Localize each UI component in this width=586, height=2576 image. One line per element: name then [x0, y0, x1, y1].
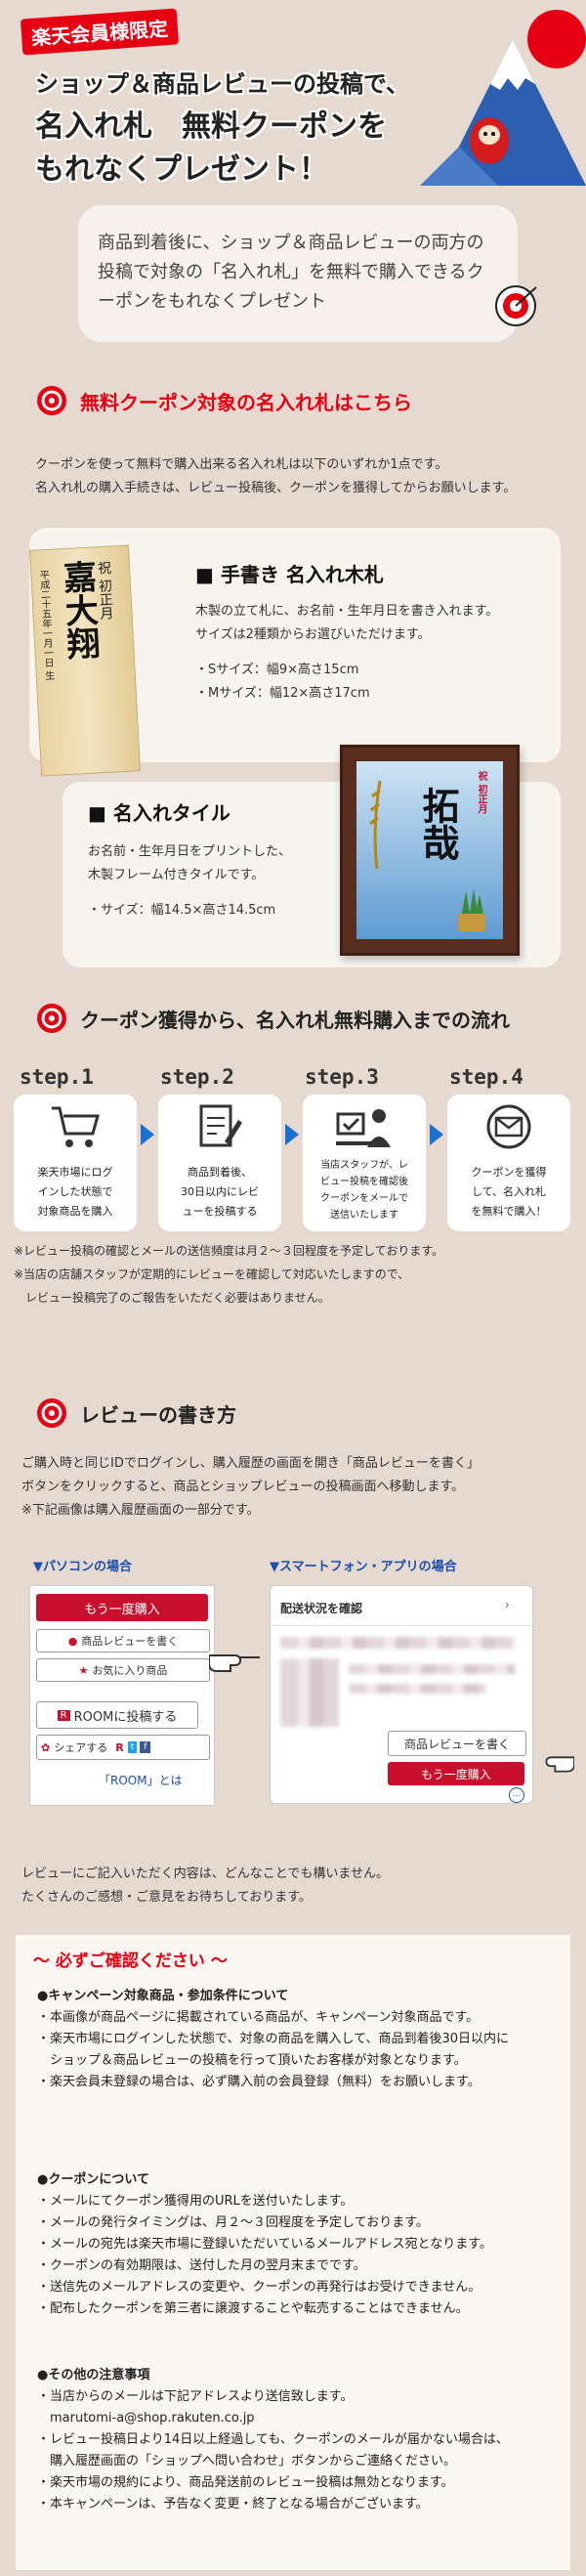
- sp-write-review-button[interactable]: 商品レビューを書く: [388, 1731, 526, 1756]
- section-title-how-to-review: レビューの書き方: [35, 1392, 563, 1435]
- shipping-status-link[interactable]: 配送状況を確認: [280, 1602, 363, 1615]
- wood-tag-image: 祝 初正月 嘉大翔 平成二十五年一月一日 生: [28, 544, 142, 777]
- write-review-button[interactable]: ● 商品レビューを書く: [36, 1629, 210, 1653]
- kadomatsu-icon: [458, 888, 485, 931]
- section-title-coupon-items: 無料クーポン対象の名入れ札はこちら: [35, 379, 563, 422]
- name-tile-image: 祝 初正月 拓哉: [340, 745, 520, 956]
- product2-title: ■ 名入れタイル: [88, 801, 230, 825]
- section3-desc: ご購入時と同じIDでログインし、購入履歴の画面を開き「商品レビューを書く」 ボタ…: [21, 1456, 480, 1518]
- pointing-hand-icon: [209, 1654, 260, 1672]
- product1-title: ■ 手書き 名入れ木札: [195, 563, 384, 586]
- review-icon: ●: [67, 1634, 78, 1648]
- twitter-icon[interactable]: t: [127, 1741, 138, 1753]
- step1-label: step.1: [20, 1065, 94, 1089]
- daruma-icon: [470, 117, 509, 164]
- smartphone-screenshot-mock: 配送状況を確認 › 商品レビューを書く もう一度購入 …: [270, 1585, 533, 1804]
- rice-ear-icon: [369, 781, 382, 869]
- product1-desc: 木製の立て札に、お名前・生年月日を書き入れます。 サイズは2種類からお選びいただ…: [195, 604, 499, 701]
- pc-heading: ▼パソコンの場合: [33, 1560, 132, 1574]
- intro-bubble: 商品到着後に、ショップ＆商品レビューの両方の投稿で対象の「名入れ札」を無料で購入…: [78, 205, 518, 342]
- facebook-icon[interactable]: f: [140, 1741, 151, 1753]
- section-title-text: クーポン獲得から、名入れ札無料購入までの流れ: [80, 1008, 510, 1032]
- pointing-hand-icon: [545, 1756, 574, 1773]
- cart-icon: [52, 1106, 100, 1147]
- hero-headline-2: 名入れ札 無料クーポンを: [35, 109, 387, 144]
- section-title-text: 無料クーポン対象の名入れ札はこちら: [80, 390, 412, 414]
- step4-card: クーポンを獲得 して、名入れ札 を無料で購入！: [447, 1095, 570, 1231]
- flow-notes: ※レビュー投稿の確認とメールの送信頻度は月２～３回程度を予定しております。 ※当…: [14, 1244, 444, 1305]
- hero-headline-3: もれなくプレゼント！: [35, 152, 328, 187]
- room-post-button[interactable]: R ROOMに投稿する: [36, 1701, 198, 1729]
- brand-emblem-icon: [37, 1398, 66, 1428]
- review-closing: レビューにご記入いただく内容は、どんなことでも構いません。 たくさんのご感想・ご…: [21, 1867, 389, 1905]
- shop-email-address: marutomi-a@shop.rakuten.co.jp: [37, 2411, 255, 2426]
- product2-desc: お名前・生年月日をプリントした、 木製フレーム付きタイルです。 ・サイズ：幅14…: [88, 844, 292, 918]
- confirm-title: ～ 必ずご確認ください ～: [33, 1952, 228, 1971]
- section-title-text: レビューの書き方: [80, 1402, 236, 1427]
- room-info-link[interactable]: 「ROOM」とは: [99, 1774, 183, 1787]
- member-only-badge: 楽天会員様限定: [20, 8, 180, 56]
- coupon-notes: ●クーポンについて ・メールにてクーポン獲得用のURLを送付いたします。 ・メー…: [37, 2172, 492, 2316]
- rebuy-button[interactable]: もう一度購入: [36, 1594, 208, 1621]
- favorite-button[interactable]: ★ お気に入り商品: [36, 1658, 210, 1682]
- step3-card: 当店スタッフが、レ ビュー投稿を確認後 クーポンをメールで 送信いたします: [303, 1095, 426, 1231]
- step-arrow-icon: [430, 1124, 443, 1145]
- step3-label: step.3: [305, 1065, 379, 1089]
- hero-banner: 楽天会員様限定 ショップ＆商品レビューの投稿で、 名入れ札 無料クーポンを もれ…: [0, 0, 586, 195]
- hero-headline-1: ショップ＆商品レビューの投稿で、: [35, 70, 410, 98]
- campaign-conditions: ●キャンペーン対象商品・参加条件について ・本画像が商品ページに掲載されている商…: [37, 1989, 509, 2089]
- brand-emblem-icon: [37, 1004, 66, 1033]
- section1-desc: クーポンを使って無料で購入出来る名入れ札は以下のいずれか1点です。 名入れ札の購…: [35, 457, 517, 495]
- step-arrow-icon: [141, 1124, 154, 1145]
- room-share-icon[interactable]: R: [115, 1740, 124, 1754]
- step-arrow-icon: [285, 1124, 299, 1145]
- other-notes: ●その他の注意事項 ・当店からのメールは下記アドレスより送信致します。 maru…: [37, 2365, 565, 2515]
- share-row: ✿ シェアする R t f: [36, 1735, 210, 1760]
- chevron-right-icon: ›: [505, 1598, 510, 1611]
- confirm-notice-box: ～ 必ずご確認ください ～ ●キャンペーン対象商品・参加条件について ・本画像が…: [16, 1935, 570, 2570]
- room-logo-icon: R: [57, 1709, 70, 1721]
- document-pen-icon: [199, 1104, 242, 1147]
- pc-screenshot-mock: もう一度購入 ● 商品レビューを書く ★ お気に入り商品 R ROOMに投稿する…: [29, 1585, 215, 1806]
- intro-text: 商品到着後に、ショップ＆商品レビューの両方の投稿で対象の「名入れ札」を無料で購入…: [98, 233, 484, 312]
- mail-icon: [486, 1104, 531, 1149]
- brand-emblem-icon: [37, 386, 66, 415]
- step2-label: step.2: [160, 1065, 234, 1089]
- smartphone-heading: ▼スマートフォン・アプリの場合: [270, 1560, 457, 1574]
- more-options-icon[interactable]: …: [509, 1787, 524, 1803]
- section-title-flow: クーポン獲得から、名入れ札無料購入までの流れ: [35, 997, 563, 1040]
- step4-label: step.4: [449, 1065, 523, 1089]
- blurred-order-info: [280, 1637, 515, 1649]
- staff-check-icon: [336, 1109, 391, 1147]
- sp-rebuy-button[interactable]: もう一度購入: [388, 1762, 524, 1785]
- share-button[interactable]: シェアする: [54, 1741, 108, 1754]
- star-icon: ★: [78, 1663, 89, 1677]
- share-icon: ✿: [41, 1740, 51, 1754]
- step2-card: 商品到着後、 30日以内にレビ ューを投稿する: [158, 1095, 281, 1231]
- step1-card: 楽天市場にログ インした状態で 対象商品を購入: [14, 1095, 137, 1231]
- target-icon: [495, 285, 537, 326]
- blurred-product-image: [280, 1658, 339, 1727]
